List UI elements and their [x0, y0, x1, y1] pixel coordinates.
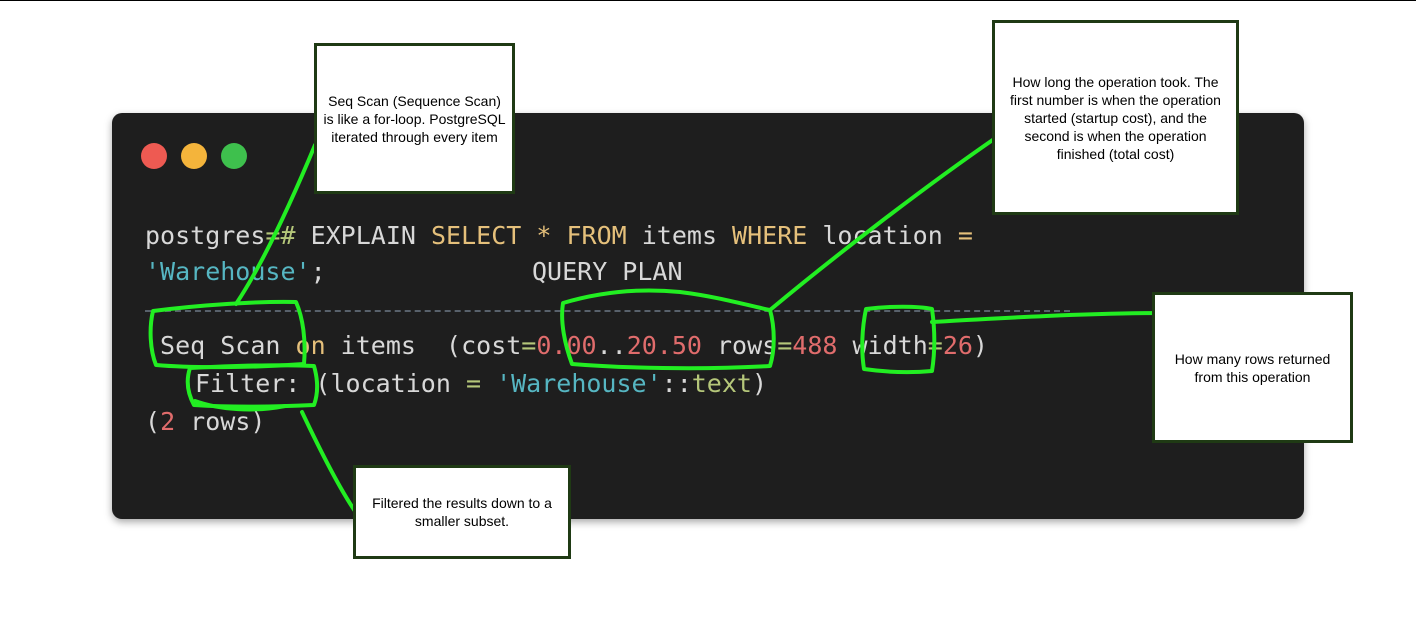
code-line-3: Seq Scan on items (cost=0.00..20.50 rows…	[145, 331, 988, 361]
code-line-4: Filter: (location = 'Warehouse'::text)	[195, 369, 767, 399]
from-keyword: FROM	[566, 221, 627, 250]
explain-keyword: EXPLAIN	[295, 221, 431, 250]
rows-word: rows)	[175, 407, 266, 436]
text-type: text	[691, 369, 752, 398]
filter-equals: =	[465, 369, 481, 398]
seq-scan-node: Seq Scan	[145, 331, 281, 360]
filter-string: 'Warehouse'	[496, 369, 662, 398]
cost-connector	[768, 135, 999, 312]
callout-seq-scan: Seq Scan (Sequence Scan) is like a for-l…	[314, 43, 515, 194]
prompt: postgres	[145, 221, 266, 250]
callout-filter: Filtered the results down to a smaller s…	[353, 465, 571, 559]
filter-label: Filter:	[195, 369, 301, 398]
query-plan-header: QUERY PLAN	[532, 257, 683, 286]
on-keyword: on	[280, 331, 326, 360]
filter-highlight	[185, 363, 319, 409]
width-value: 26	[942, 331, 973, 360]
row-count: 2	[160, 407, 176, 436]
filter-open: (location	[300, 369, 466, 398]
cost-highlight	[560, 288, 776, 371]
maximize-window-icon[interactable]	[221, 143, 247, 169]
select-keyword: SELECT	[431, 221, 522, 250]
code-line-2: 'Warehouse';	[145, 257, 326, 287]
rows-open: (	[145, 407, 161, 436]
column-name: location	[807, 221, 958, 250]
cost-label: items (cost	[325, 331, 522, 360]
cost-range: ..	[596, 331, 627, 360]
seq-scan-highlight	[148, 299, 307, 370]
equals-operator: =	[957, 221, 973, 250]
filter-close: )	[751, 369, 768, 398]
code-line-1: postgres=# EXPLAIN SELECT * FROM items W…	[145, 221, 973, 251]
star-operator: *	[521, 221, 567, 250]
total-cost: 20.50	[626, 331, 702, 360]
rows-value: 488	[792, 331, 838, 360]
minimize-window-icon[interactable]	[181, 143, 207, 169]
rows-highlight	[860, 304, 937, 375]
where-keyword: WHERE	[732, 221, 808, 250]
callout-cost: How long the operation took. The first n…	[992, 20, 1239, 215]
table-name: items	[626, 221, 733, 250]
string-literal: 'Warehouse'	[145, 257, 311, 286]
filter-bracket	[193, 399, 287, 412]
divider-line	[145, 310, 1070, 312]
cast-operator: ::	[661, 369, 692, 398]
rows-equals: =	[777, 331, 793, 360]
callout-rows: How many rows returned from this operati…	[1152, 292, 1353, 443]
rows-label: rows	[701, 331, 778, 360]
semicolon: ;	[310, 257, 326, 286]
filter-connector	[300, 410, 359, 516]
width-label: width	[837, 331, 928, 360]
top-border-line	[0, 0, 1416, 1]
close-window-icon[interactable]	[141, 143, 167, 169]
seq-scan-connector	[234, 143, 317, 306]
close-paren: )	[972, 331, 988, 360]
rows-connector	[930, 311, 1170, 324]
cost-equals: =	[521, 331, 537, 360]
code-line-5: (2 rows)	[145, 407, 265, 437]
